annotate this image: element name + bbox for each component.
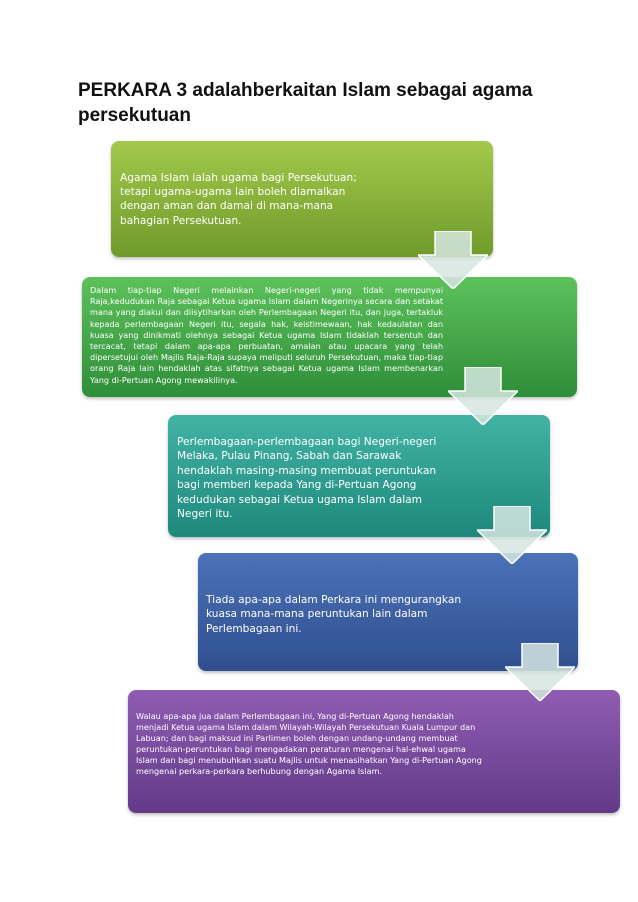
down-arrow-icon	[418, 231, 488, 289]
process-step-4: Tiada apa-apa dalam Perkara ini menguran…	[198, 553, 578, 671]
down-arrow-icon	[477, 506, 547, 564]
process-step-5-text: Walau apa-apa jua dalam Perlembagaan ini…	[136, 711, 482, 777]
process-step-3-text: Perlembagaan-perlembagaan bagi Negeri-ne…	[177, 436, 437, 521]
process-step-1: Agama Islam ialah ugama bagi Persekutuan…	[111, 141, 493, 257]
down-arrow-icon	[448, 367, 518, 425]
process-step-5: Walau apa-apa jua dalam Perlembagaan ini…	[128, 690, 620, 813]
process-step-4-text: Tiada apa-apa dalam Perkara ini menguran…	[206, 594, 462, 635]
process-step-2-text: Dalam tiap-tiap Negeri melainkan Negeri-…	[90, 285, 443, 385]
down-arrow-icon	[505, 643, 575, 701]
process-step-3: Perlembagaan-perlembagaan bagi Negeri-ne…	[168, 415, 550, 537]
page-title: PERKARA 3 adalahberkaitan Islam sebagai …	[78, 80, 533, 126]
process-step-1-text: Agama Islam ialah ugama bagi Persekutuan…	[120, 172, 357, 227]
